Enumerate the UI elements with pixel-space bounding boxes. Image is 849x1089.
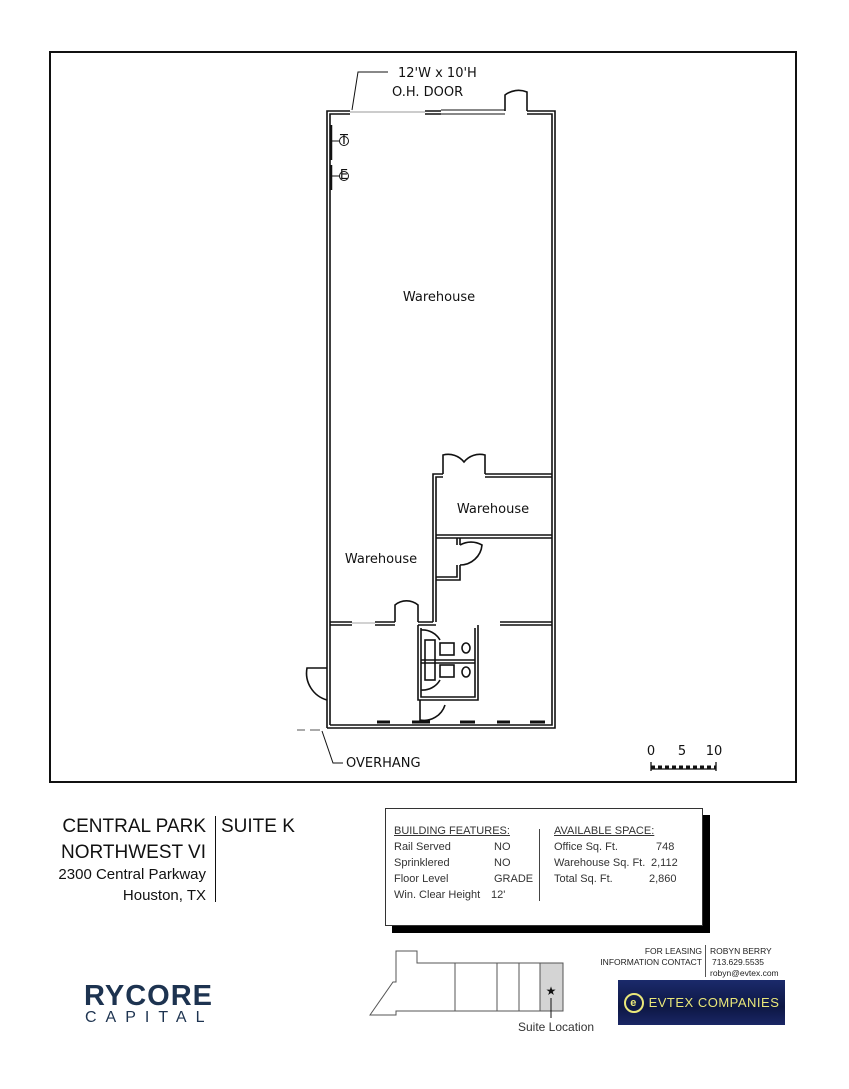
space-label: Warehouse Sq. Ft. [554, 857, 646, 869]
building-features-heading: BUILDING FEATURES: [394, 825, 510, 837]
feature-value: NO [494, 857, 511, 869]
feature-value: GRADE [494, 873, 534, 885]
contact-label-line2: INFORMATION CONTACT [600, 957, 702, 967]
feature-label: Win. Clear Height [394, 889, 481, 901]
overhang-leader [321, 730, 343, 764]
feature-label: Sprinklered [394, 857, 450, 869]
available-space-heading: AVAILABLE SPACE: [554, 825, 655, 837]
property-name-line1: CENTRAL PARK [62, 816, 206, 837]
contact-name: ROBYN BERRY [710, 946, 772, 956]
suite-label: SUITE K [221, 816, 295, 837]
property-address: 2300 Central Parkway [58, 866, 206, 883]
door-leader-line [351, 71, 388, 111]
door-type-label: O.H. DOOR [392, 85, 463, 100]
site-plan [369, 950, 564, 1016]
rycore-logo-sub: CAPITAL [85, 1009, 214, 1026]
feature-value: 12' [491, 889, 506, 901]
suite-location-caption: Suite Location [518, 1020, 595, 1034]
space-value: 748 [656, 841, 675, 853]
room-label-warehouse-left: Warehouse [345, 552, 417, 567]
property-city: Houston, TX [122, 887, 206, 904]
contact-label-line1: FOR LEASING [644, 946, 702, 956]
building-walls [305, 89, 556, 729]
evtex-logo: e EVTEX COMPANIES [618, 980, 785, 1025]
room-label-warehouse-main: Warehouse [403, 290, 475, 305]
scale-tick-5: 5 [678, 744, 686, 759]
scale-bar: 0 5 10 [647, 744, 722, 771]
property-name-line2: NORTHWEST VI [61, 842, 206, 863]
feature-label: Floor Level [394, 873, 449, 885]
space-value: 2,112 [651, 857, 678, 869]
space-label: Office Sq. Ft. [554, 841, 618, 853]
contact-email[interactable]: robyn@evtex.com [710, 968, 779, 978]
contact-phone[interactable]: 713.629.5535 [712, 957, 764, 967]
space-value: 2,860 [649, 873, 677, 885]
room-label-warehouse-small: Warehouse [457, 502, 529, 517]
evtex-logo-text: EVTEX COMPANIES [648, 995, 780, 1010]
feature-value: NO [494, 841, 511, 853]
scale-tick-0: 0 [647, 744, 655, 759]
feature-label: Rail Served [394, 841, 451, 853]
wall-markers [332, 136, 349, 181]
marker-e: E [340, 168, 348, 183]
door-size-label: 12'W x 10'H [398, 66, 477, 81]
contact-divider [705, 945, 706, 977]
drawing-frame [49, 51, 797, 783]
features-divider [539, 829, 540, 901]
features-box: BUILDING FEATURES: Rail Served NO Sprink… [385, 808, 703, 926]
overhang-label: OVERHANG [346, 756, 421, 771]
evtex-e-icon: e [623, 992, 644, 1013]
scale-tick-10: 10 [706, 744, 723, 759]
star-icon: ★ [546, 984, 557, 998]
rycore-logo-name: RYCORE [84, 980, 213, 1012]
title-divider [215, 816, 216, 902]
space-label: Total Sq. Ft. [554, 873, 613, 885]
marker-t: T [339, 133, 348, 148]
